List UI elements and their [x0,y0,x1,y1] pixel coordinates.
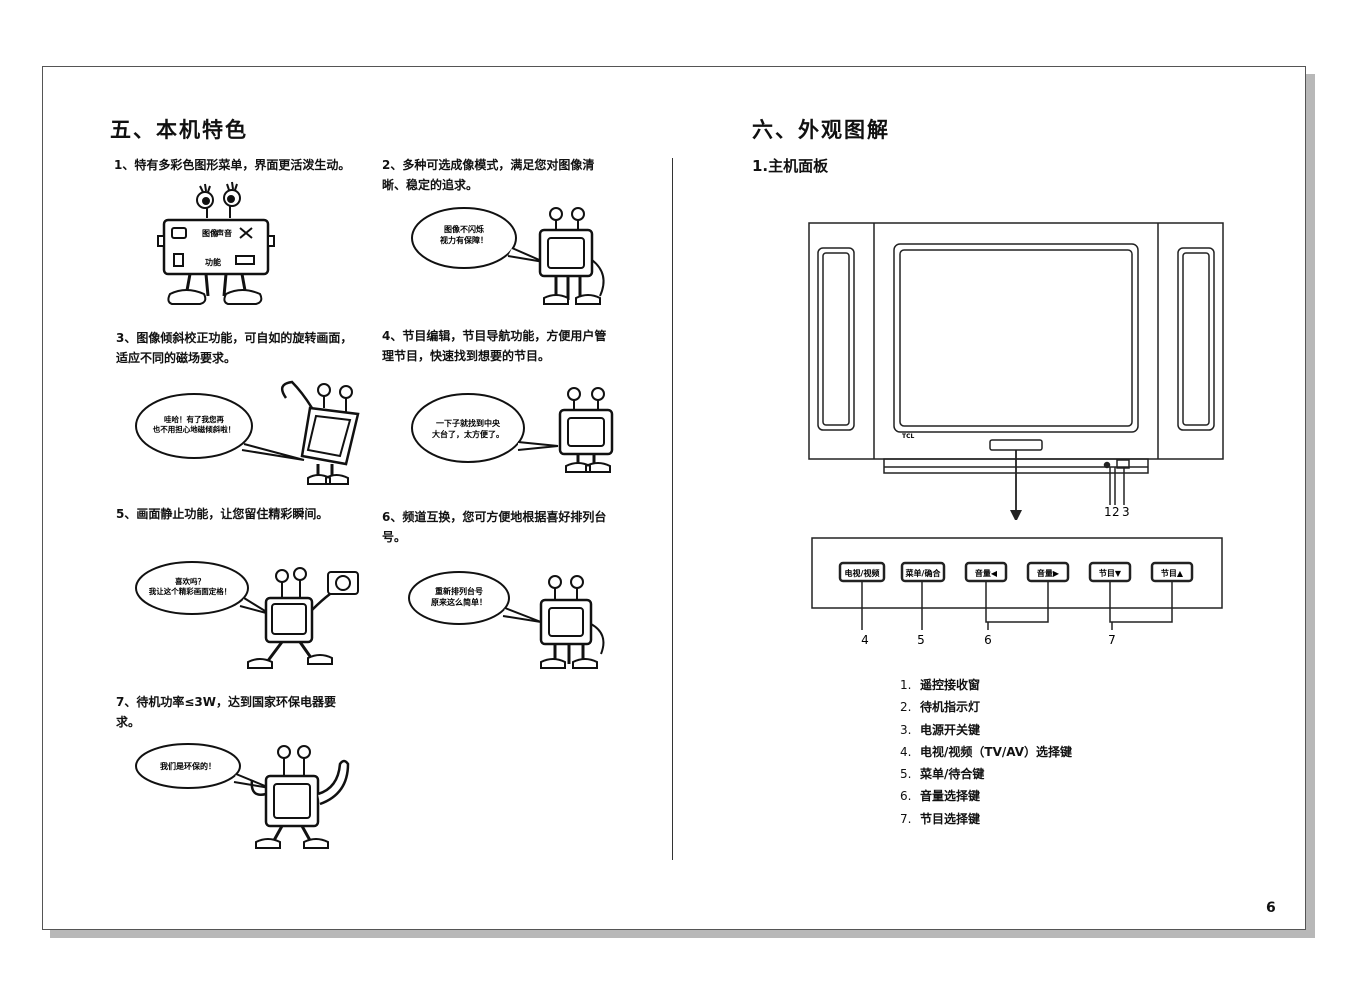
legend-item: 6.音量选择键 [900,789,981,804]
main-panel-subtitle: 1.主机面板 [752,157,829,175]
menu-button[interactable] [900,561,946,583]
features-title: 五、本机特色 [110,118,248,142]
menu-label-function: 功能 [205,257,221,267]
tilt-correction-illustration: 哇哈！有了我您再也不用担心地磁倾斜啦！ [135,380,360,485]
tv-cabinet [808,222,1224,460]
left-speaker [817,247,855,431]
feature-5: 5、画面静止功能，让您留住精彩瞬间。 [116,507,329,521]
menu-label-sound: 声音 [215,228,232,238]
channel-up-label: 节目▲ [1161,568,1184,578]
legend-item: 2.待机指示灯 [900,700,981,715]
right-speaker [1177,247,1215,431]
feature-6: 6、频道互换，您可方便地根据喜好排列台号。 [382,510,607,544]
callout-5: 5 [917,633,925,647]
feature-4: 4、节目编辑，节目导航功能，方便用户管理节目，快速找到想要的节目。 [382,329,607,363]
tv-screen [893,243,1139,433]
freeze-frame-illustration: 喜欢吗？我让这个精彩画面定格！ [135,561,359,669]
legend-item: 3.电源开关键 [900,722,981,737]
tv-brand-logo: TCL [902,433,914,440]
program-guide-illustration: 一下子就找到中央大台了，太方便了。 [411,387,614,473]
standby-indicator [1103,461,1111,469]
menu-label-picture: 图像 [202,228,219,238]
feature-2: 2、多种可选成像模式，满足您对图像清晰、稳定的追求。 [382,158,595,192]
channel-down-label: 节目▼ [1099,568,1122,578]
volume-down-label: 音量◀ [975,568,998,578]
appearance-title: 六、外观图解 [752,118,890,142]
callout-3: 3 [1122,505,1130,519]
power-switch [1116,459,1130,469]
volume-up-label: 音量▶ [1037,568,1060,578]
legend-item: 1.遥控接收窗 [900,678,981,692]
tv-av-button-label: 电视/视频 [845,568,880,578]
menu-mascot-illustration: 图像 声音 功能 [157,181,275,305]
bubble-text-4: 喜欢吗？我让这个精彩画面定格！ [149,576,232,596]
bubble-text-6: 我们是环保的！ [160,761,216,771]
callout-6: 6 [984,633,992,647]
bubble-text-3: 一下子就找到中央大台了，太方便了。 [432,418,504,439]
bubble-text-5: 重新排列台号原来这么简单！ [431,586,487,607]
image-mode-illustration: 图像不闪烁视力有保障！ [411,207,605,305]
parts-legend: 1.遥控接收窗 2.待机指示灯 3.电源开关键 4.电视/视频（TV/AV）选择… [900,674,1072,830]
callout-7: 7 [1108,633,1116,647]
legend-item: 4.电视/视频（TV/AV）选择键 [900,744,1072,759]
bubble-text-2: 哇哈！有了我您再也不用担心地磁倾斜啦！ [153,414,236,434]
column-divider [672,158,673,860]
callout-4: 4 [861,633,869,647]
eco-standby-illustration: 我们是环保的！ [135,743,350,849]
page-number: 6 [1266,900,1276,916]
legend-item: 5.菜单/待合键 [900,767,985,782]
bubble-text-1: 图像不闪烁视力有保障！ [440,224,488,245]
control-panel [811,537,1223,609]
feature-3: 3、图像倾斜校正功能，可自如的旋转画面，适应不同的磁场要求。 [116,331,353,365]
remote-sensor-window [989,439,1043,451]
feature-7: 7、待机功率≤3W，达到国家环保电器要求。 [116,695,336,729]
tv-front-diagram: TCL 1 2 3 [808,222,1224,520]
legend-item: 7.节目选择键 [900,811,981,826]
callout-2: 2 [1112,505,1120,519]
callout-1: 1 [1104,505,1112,519]
feature-1: 1、特有多彩色图形菜单，界面更活泼生动。 [114,158,351,172]
menu-button-label: 菜单/确合 [905,568,942,578]
control-panel-diagram: 电视/视频 菜单/确合 音量◀ 音量▶ 节目▼ 节目▲ 4 5 6 7 [811,537,1223,647]
channel-swap-illustration: 重新排列台号原来这么简单！ [408,571,605,669]
